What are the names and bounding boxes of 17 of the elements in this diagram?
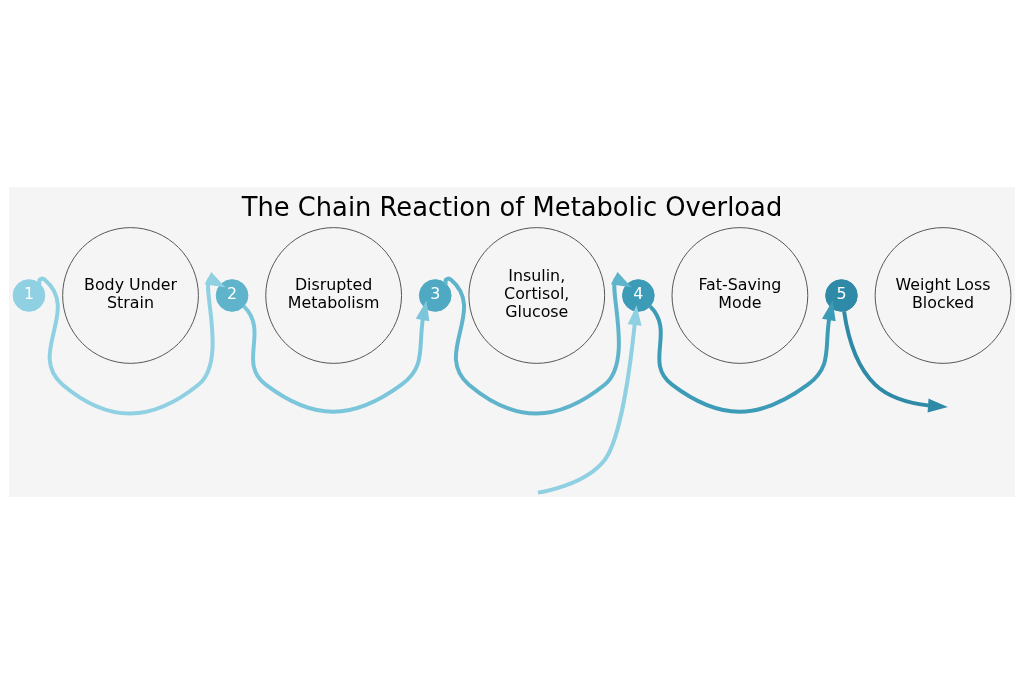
arrow <box>242 300 430 414</box>
node-circle: Weight Loss Blocked <box>874 226 1012 364</box>
diagram-title: The Chain Reaction of Metabolic Overload <box>241 191 783 222</box>
node-circle: 1 <box>12 278 46 312</box>
arrow <box>443 271 632 415</box>
arrow <box>36 271 226 415</box>
node-circle: 4 <box>622 278 655 312</box>
arrow <box>648 300 836 414</box>
node-circle: Insulin, Cortisol, Glucose <box>468 226 606 364</box>
arrow <box>537 304 642 495</box>
node-circle: Disrupted Metabolism <box>265 226 402 364</box>
node-circle: 2 <box>215 278 249 312</box>
node-circle: Body Under Strain <box>62 226 199 364</box>
node-circle: 5 <box>825 278 858 312</box>
node-circle: Fat-Saving Mode <box>671 226 809 364</box>
node-circle: 3 <box>418 278 452 312</box>
arrow <box>842 310 948 412</box>
